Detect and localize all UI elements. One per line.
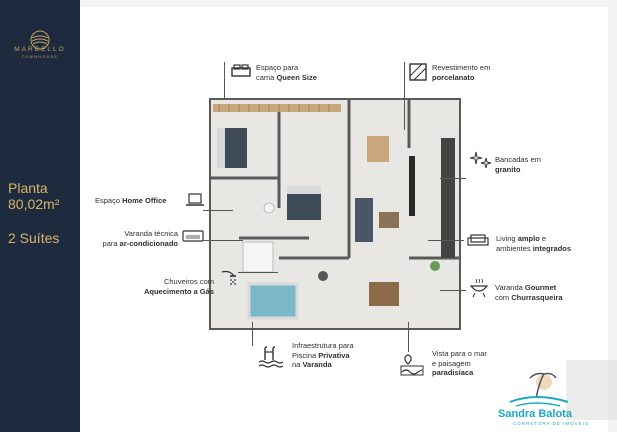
- leader-line-gourmet: [440, 290, 466, 291]
- watermark-subtitle: CORRETORA DE IMÓVEIS: [513, 421, 589, 426]
- plan-area: 80,02m²: [8, 196, 60, 212]
- marbello-logo-icon: [30, 30, 50, 50]
- location-view-icon: [400, 354, 424, 376]
- leader-line-granito: [440, 178, 466, 179]
- feature-piscina-line1: Infraestrutura para: [292, 341, 354, 350]
- brand-subtitle: TOWNHOUSE: [21, 55, 59, 59]
- sofa-icon: [467, 234, 489, 246]
- leader-line-living: [428, 240, 464, 241]
- feature-queen-size-bold: Queen Size: [276, 72, 317, 82]
- plan-title: Planta: [8, 180, 48, 196]
- feature-piscina-line2-pre: Piscina: [292, 350, 319, 360]
- sparkle-icon: [470, 151, 492, 169]
- leader-line-varanda-tecnica: [203, 240, 243, 241]
- feature-gourmet-bold: Gourmet: [524, 283, 557, 292]
- feature-queen-size: Espaço para cama Queen Size: [256, 63, 317, 82]
- plan-suites: 2 Suítes: [8, 230, 60, 246]
- leader-line-porcelanato: [404, 62, 405, 130]
- feature-living-pre: Living: [496, 234, 518, 243]
- feature-gourmet-line2-pre: com: [495, 292, 512, 302]
- feature-porcelanato-bold: porcelanato: [432, 72, 475, 82]
- sidebar: MARBELLO TOWNHOUSE Planta 80,02m² 2 Suít…: [0, 0, 80, 432]
- feature-gourmet-pre: Varanda: [495, 283, 525, 292]
- feature-varanda-tecnica-pre: para: [102, 238, 120, 248]
- feature-home-office-pre: Espaço: [95, 196, 123, 205]
- feature-piscina-bold: Privativa: [318, 350, 350, 360]
- feature-living-bold: amplo: [517, 234, 540, 243]
- feature-granito-line1: Bancadas em: [495, 155, 541, 164]
- feature-living-bold2: integrados: [532, 243, 572, 253]
- feature-living-post: e: [539, 234, 547, 243]
- brand-name: MARBELLO: [14, 46, 66, 53]
- feature-vista-line2: e paisagem: [432, 358, 471, 368]
- leader-line-vista: [408, 322, 409, 352]
- feature-granito: Bancadas em granito: [495, 155, 541, 174]
- feature-varanda-tecnica-line1: Varanda técnica: [124, 229, 178, 238]
- feature-granito-bold: granito: [495, 164, 521, 174]
- feature-vista: Vista para o mar e paisagem paradisíaca: [432, 349, 487, 378]
- feature-chuveiros-line1: Chuveiros com: [163, 277, 214, 286]
- feature-porcelanato-line1: Revestimento em: [432, 63, 491, 72]
- watermark-name: Sandra Balota: [498, 408, 572, 420]
- feature-piscina-bold2: Varanda: [302, 360, 332, 369]
- feature-piscina: Infraestrutura para Piscina Privativa na…: [292, 341, 354, 370]
- leader-line-home-office: [203, 210, 233, 211]
- grill-icon: [469, 278, 489, 298]
- feature-home-office: Espaço Home Office: [95, 196, 166, 206]
- pool-icon: [258, 346, 284, 368]
- feature-porcelanato: Revestimento em porcelanato: [432, 63, 490, 82]
- leader-line-chuveiros: [238, 272, 278, 273]
- feature-varanda-tecnica: Varanda técnica para ar-condicionado: [98, 229, 178, 248]
- feature-chuveiros: Chuveiros com Aquecimento a Gás: [126, 277, 214, 296]
- feature-queen-size-line1: Espaço para: [256, 63, 299, 72]
- air-conditioner-icon: [182, 230, 204, 242]
- leader-line-piscina: [252, 322, 253, 346]
- feature-living-line2-pre: ambientes: [496, 243, 533, 253]
- feature-vista-bold: paradisíaca: [432, 368, 474, 377]
- feature-chuveiros-bold: Aquecimento a Gás: [143, 286, 214, 296]
- feature-varanda-tecnica-bold: ar-condicionado: [119, 238, 178, 248]
- feature-piscina-line3-pre: na: [292, 360, 303, 369]
- laptop-icon: [186, 193, 204, 206]
- leader-line-queen-size: [224, 62, 225, 100]
- feature-living: Living amplo e ambientes integrados: [496, 234, 571, 253]
- feature-queen-size-line2-pre: cama: [256, 72, 277, 82]
- feature-gourmet-bold2: Churrasqueira: [511, 292, 563, 302]
- feature-gourmet: Varanda Gourmet com Churrasqueira: [495, 283, 563, 302]
- bed-icon: [231, 64, 251, 77]
- feature-vista-line1: Vista para o mar: [432, 349, 487, 358]
- watermark-logo-icon: [509, 360, 617, 420]
- tile-icon: [409, 63, 427, 81]
- feature-home-office-bold: Home Office: [122, 196, 167, 205]
- shower-icon: [221, 270, 236, 285]
- floor-plan: [209, 98, 461, 330]
